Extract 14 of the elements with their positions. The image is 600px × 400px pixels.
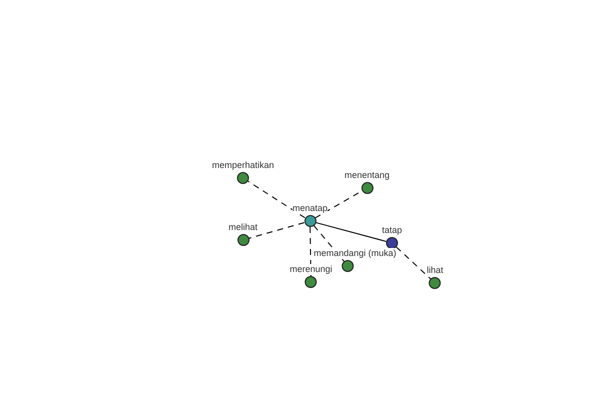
- dashed-line: [396, 246, 432, 280]
- word-label: merenungi: [290, 264, 332, 275]
- word-label: lihat: [426, 265, 444, 276]
- word-label: memperhatikan: [212, 160, 274, 171]
- connector-line: [315, 222, 387, 242]
- word-label: tatap: [382, 225, 402, 236]
- word-label: memandangi (muka): [314, 248, 396, 259]
- word-label: menentang: [344, 170, 390, 181]
- dashed-line: [313, 225, 345, 262]
- dashed-line: [248, 222, 305, 239]
- dashed-line: [310, 226, 312, 276]
- dashed-line: [248, 180, 306, 218]
- word-label: menatap: [292, 203, 328, 214]
- word-label: melihat: [228, 222, 258, 233]
